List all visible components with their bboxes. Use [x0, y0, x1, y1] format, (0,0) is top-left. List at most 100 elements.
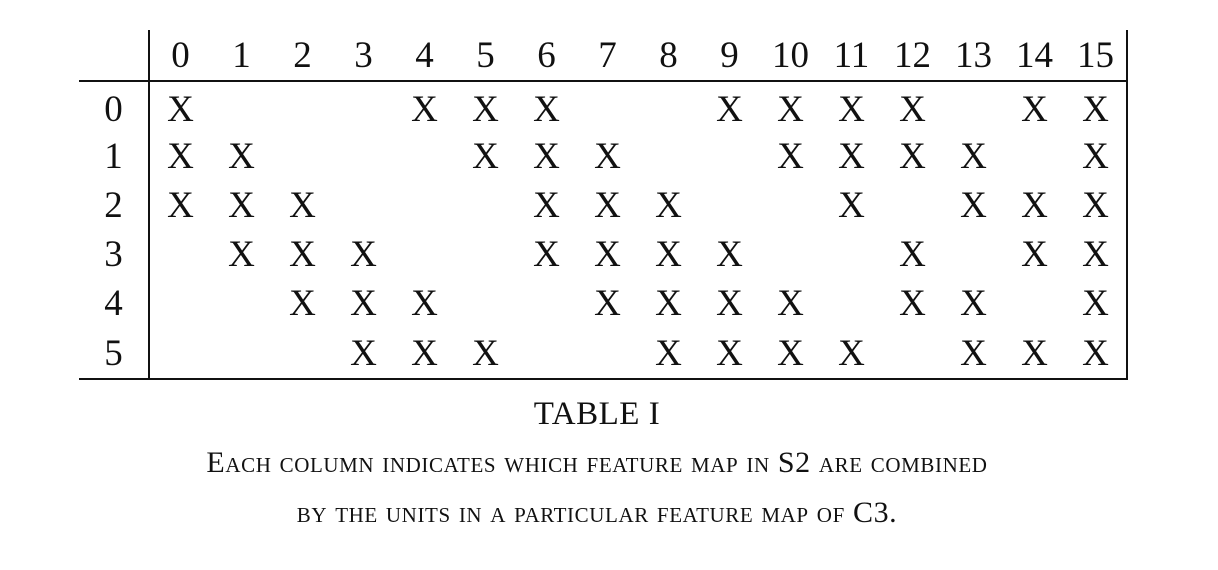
table-cell: X: [594, 136, 621, 177]
column-header: 6: [516, 30, 577, 82]
table-cell: [516, 279, 577, 328]
table-cell: X: [411, 283, 438, 324]
table-cell: [943, 230, 1004, 279]
table-cell: X: [1004, 328, 1065, 380]
table-cell: X: [1021, 88, 1048, 130]
table-cell: X: [716, 283, 743, 324]
table-cell: [821, 230, 882, 279]
table-cell: X: [455, 328, 516, 380]
table-cell: [821, 279, 882, 328]
table-cell: [455, 279, 516, 328]
table-cell: [149, 230, 211, 279]
table-cell: [394, 230, 455, 279]
column-header: 2: [272, 30, 333, 82]
column-header: 3: [333, 30, 394, 82]
row-header: 4: [79, 279, 150, 328]
table-cell: X: [533, 136, 560, 177]
table-cell: X: [638, 328, 699, 380]
table-cell: X: [838, 88, 865, 130]
table-cell: X: [777, 136, 804, 177]
table-cell: [211, 279, 272, 328]
table-cell: X: [594, 283, 621, 324]
table-cell: X: [228, 185, 255, 226]
table-cell: X: [716, 234, 743, 275]
table-cell: X: [1065, 230, 1128, 279]
table-cell: X: [350, 234, 377, 275]
table-cell: [638, 81, 699, 132]
table-cell: X: [1065, 132, 1128, 181]
column-header: 14: [1004, 30, 1065, 82]
table-cell: [699, 181, 760, 230]
table-cell: [760, 181, 821, 230]
table-cell: X: [533, 88, 560, 130]
table-cell: X: [1065, 81, 1128, 132]
table-cell: X: [167, 185, 194, 226]
table-cell: X: [472, 88, 499, 130]
table-cell: X: [1065, 279, 1128, 328]
column-header: 15: [1065, 30, 1128, 82]
table-cell: [760, 230, 821, 279]
row-header: 1: [79, 132, 150, 181]
table-cell: X: [411, 88, 438, 130]
column-header: 1: [211, 30, 272, 82]
column-header: 12: [882, 30, 943, 82]
table-cell: X: [533, 185, 560, 226]
table-cell: X: [716, 88, 743, 130]
table-cell: X: [167, 136, 194, 177]
table-cell: [149, 279, 211, 328]
table-cell: X: [960, 283, 987, 324]
column-header: 10: [760, 30, 821, 82]
table-cell: [577, 328, 638, 380]
table-cell: X: [899, 234, 926, 275]
table-cell: X: [1021, 234, 1048, 275]
table-cell: X: [594, 185, 621, 226]
column-header: 13: [943, 30, 1004, 82]
table-cell: [333, 81, 394, 132]
table-cell: [455, 230, 516, 279]
table-cell: [516, 328, 577, 380]
column-header: 9: [699, 30, 760, 82]
table-cell: X: [1065, 328, 1128, 380]
table-cell: X: [838, 136, 865, 177]
table-cell: X: [228, 136, 255, 177]
row-header: 3: [79, 230, 150, 279]
column-header: 11: [821, 30, 882, 82]
table-cell: X: [655, 185, 682, 226]
table-cell: X: [594, 234, 621, 275]
table-cell: X: [760, 328, 821, 380]
table-cell: X: [167, 88, 194, 130]
table-cell: X: [699, 328, 760, 380]
table-caption-line-2: by the units in a particular feature map…: [296, 496, 898, 529]
table-cell: [333, 132, 394, 181]
table-cell: [272, 132, 333, 181]
table-cell: X: [1065, 181, 1128, 230]
table-cell: [638, 132, 699, 181]
table-cell: X: [228, 234, 255, 275]
table-cell: X: [655, 234, 682, 275]
table-cell: [455, 181, 516, 230]
column-header: 8: [638, 30, 699, 82]
row-header: 2: [79, 181, 150, 230]
table-cell: [577, 81, 638, 132]
table-cell: [211, 328, 272, 380]
table-cell: [272, 81, 333, 132]
column-header: 4: [394, 30, 455, 82]
column-header: 7: [577, 30, 638, 82]
table-cell: X: [777, 88, 804, 130]
table-cell: [211, 81, 272, 132]
table-cell: X: [472, 136, 499, 177]
table-cell: X: [777, 283, 804, 324]
table-cell: X: [533, 234, 560, 275]
table-caption-line-1: Each column indicates which feature map …: [206, 446, 988, 479]
table-cell: [149, 328, 211, 380]
table-cell: [943, 81, 1004, 132]
table-cell: X: [333, 328, 394, 380]
table-cell: [882, 328, 943, 380]
